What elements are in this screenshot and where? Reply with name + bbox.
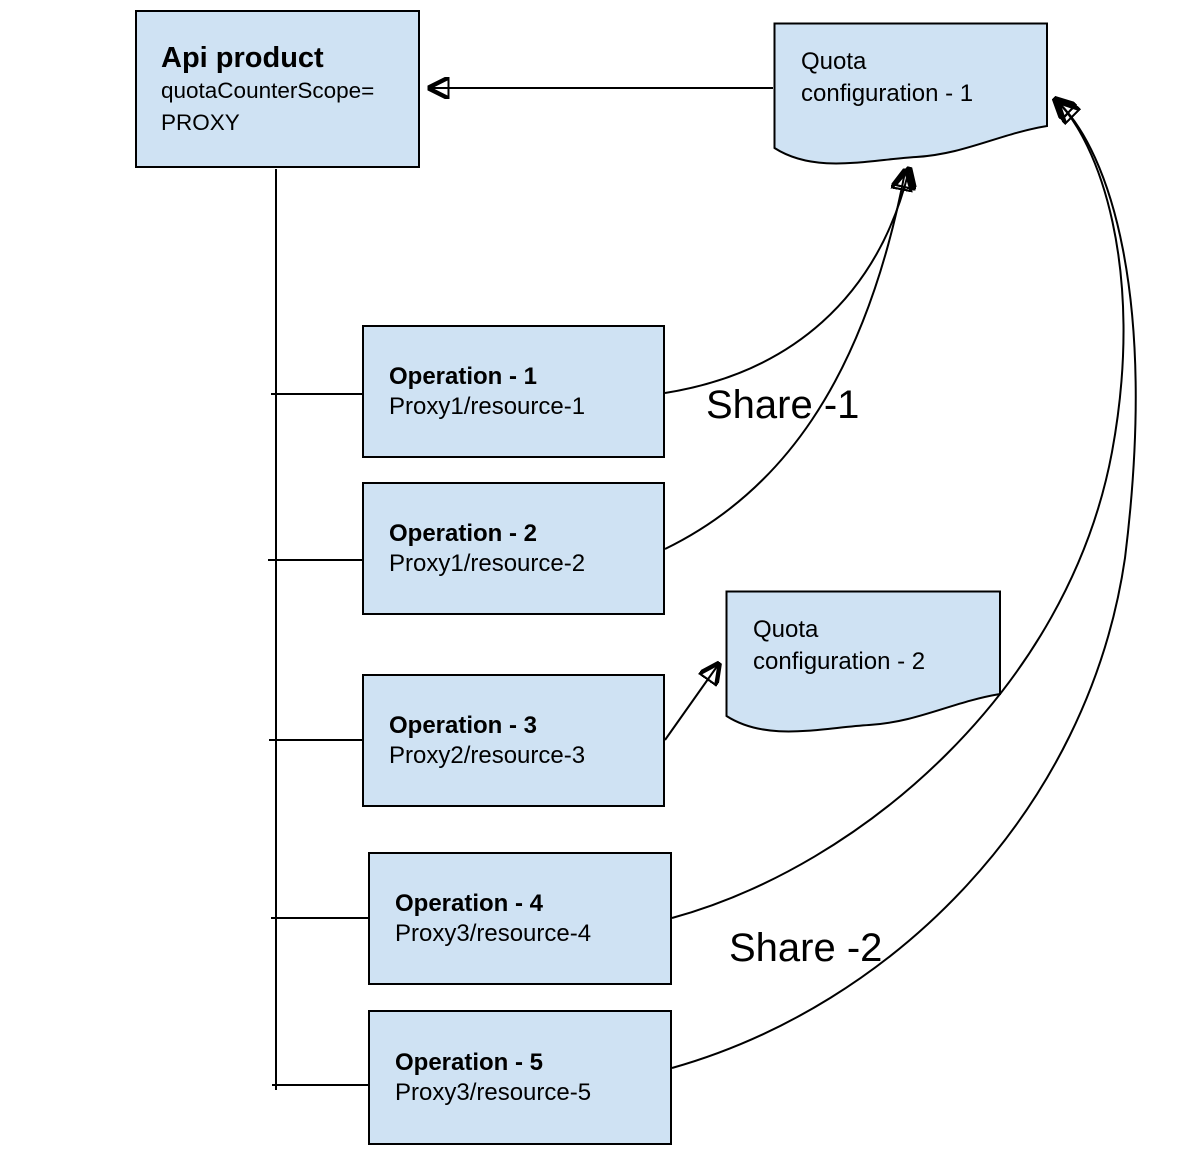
operation-5-resource: Proxy3/resource-5 bbox=[395, 1078, 592, 1106]
api-product-node: Api product quotaCounterScope= PROXY bbox=[135, 10, 420, 168]
share-1-label: Share -1 bbox=[706, 383, 860, 427]
operation-5-title: Operation - 5 bbox=[395, 1048, 544, 1076]
api-product-attr-line2: PROXY bbox=[161, 109, 240, 135]
quota-configuration-1-node: Quota configuration - 1 bbox=[773, 22, 1049, 184]
quota-configuration-1-label: Quota configuration - 1 bbox=[801, 48, 974, 108]
api-product-title: Api product bbox=[161, 42, 324, 74]
api-product-attr-line1: quotaCounterScope= bbox=[161, 78, 375, 104]
operation-4-title: Operation - 4 bbox=[395, 889, 544, 917]
operation-5-node: Operation - 5 Proxy3/resource-5 bbox=[368, 1010, 672, 1145]
operation-4-node: Operation - 4 Proxy3/resource-4 bbox=[368, 852, 672, 985]
quota-configuration-2-label: Quota configuration - 2 bbox=[753, 616, 926, 676]
document-shape bbox=[725, 590, 1001, 733]
edge-op4-to-quota1 bbox=[671, 100, 1125, 919]
tree-connector bbox=[268, 169, 369, 1090]
quota-configuration-2-node: Quota configuration - 2 bbox=[725, 590, 1002, 752]
operation-1-node: Operation - 1 Proxy1/resource-1 bbox=[362, 325, 665, 458]
operation-2-node: Operation - 2 Proxy1/resource-2 bbox=[362, 482, 665, 615]
operation-1-title: Operation - 1 bbox=[389, 362, 538, 390]
operation-3-title: Operation - 3 bbox=[389, 711, 538, 739]
edge-op2-to-quota1 bbox=[664, 172, 905, 550]
document-shape bbox=[773, 22, 1048, 165]
operation-3-node: Operation - 3 Proxy2/resource-3 bbox=[362, 674, 665, 807]
operation-2-resource: Proxy1/resource-2 bbox=[389, 549, 586, 577]
operation-4-resource: Proxy3/resource-4 bbox=[395, 919, 592, 947]
edge-op3-to-quota2 bbox=[664, 665, 718, 741]
share-2-label: Share -2 bbox=[729, 926, 883, 970]
operation-2-title: Operation - 2 bbox=[389, 519, 538, 547]
operation-3-resource: Proxy2/resource-3 bbox=[389, 741, 586, 769]
edge-op5-to-quota1 bbox=[671, 104, 1137, 1069]
operation-1-resource: Proxy1/resource-1 bbox=[389, 392, 586, 420]
edge-op1-to-quota1 bbox=[664, 170, 909, 394]
